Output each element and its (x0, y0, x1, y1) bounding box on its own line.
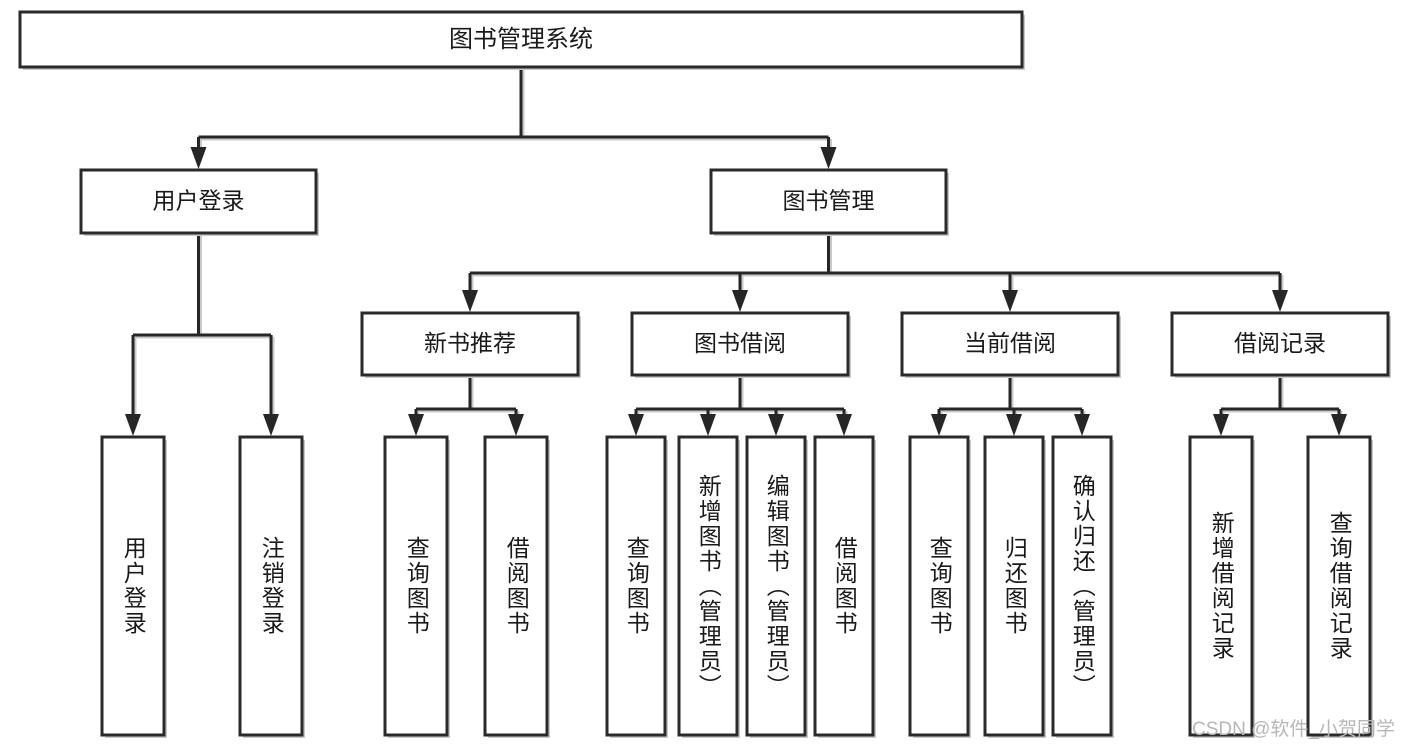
node-leaf-query-book-3[interactable] (908, 435, 971, 738)
node-borrow-record[interactable]: 借阅记录 (1170, 311, 1391, 378)
arrow-head-icon (1002, 290, 1018, 312)
node-leaf-query-book-1[interactable] (383, 435, 450, 738)
arrow-head-icon (125, 414, 141, 436)
arrow-head-icon (408, 414, 424, 436)
node-label: 借阅记录 (1234, 330, 1326, 356)
connector-group (931, 375, 1090, 436)
arrow-head-icon (1213, 414, 1229, 436)
node-current-borrow[interactable]: 当前借阅 (900, 311, 1121, 378)
node-label: 用户登录 (153, 188, 245, 214)
arrow-head-icon (732, 290, 748, 312)
node-label: 图书管理 (783, 188, 875, 214)
arrow-head-icon (836, 414, 852, 436)
node-label: 当前借阅 (964, 330, 1056, 356)
node-leaf-add-record[interactable] (1188, 435, 1255, 738)
node-leaf-edit-book[interactable] (745, 435, 808, 738)
arrow-head-icon (628, 414, 644, 436)
arrow-head-icon (1074, 414, 1090, 436)
node-leaf-borrow-book-2[interactable] (813, 435, 876, 738)
node-leaf-query-book-2[interactable] (605, 435, 668, 738)
connector-group (408, 375, 524, 436)
csdn-watermark: CSDN @软件_小贺同学 (1192, 719, 1395, 740)
node-root[interactable]: 图书管理系统 (18, 10, 1025, 70)
node-book-manage[interactable]: 图书管理 (709, 168, 949, 236)
node-label: 图书管理系统 (449, 26, 593, 53)
node-leaf-user-login[interactable] (100, 435, 167, 738)
arrow-head-icon (1006, 414, 1022, 436)
arrow-head-icon (190, 147, 207, 169)
arrow-head-icon (462, 290, 478, 312)
connector-group (628, 375, 852, 436)
arrow-head-icon (1331, 414, 1347, 436)
arrow-head-icon (931, 414, 947, 436)
node-label: 新书推荐 (424, 330, 516, 356)
arrow-head-icon (263, 414, 279, 436)
node-leaf-confirm-return[interactable] (1051, 435, 1114, 738)
node-label: 图书借阅 (694, 330, 786, 356)
connector-group (125, 233, 279, 436)
arrow-head-icon (768, 414, 784, 436)
arrow-head-icon (1272, 290, 1288, 312)
node-leaf-logout[interactable] (238, 435, 305, 738)
arrow-head-icon (820, 147, 837, 169)
node-leaf-borrow-book-1[interactable] (483, 435, 550, 738)
node-leaf-add-book[interactable] (677, 435, 740, 738)
arrow-head-icon (508, 414, 524, 436)
connector-layer (125, 67, 1347, 436)
node-book-borrow[interactable]: 图书借阅 (630, 311, 851, 378)
node-leaf-return-book[interactable] (983, 435, 1046, 738)
connector-group (190, 67, 837, 169)
node-leaf-query-record[interactable] (1306, 435, 1373, 738)
arrow-head-icon (700, 414, 716, 436)
node-user-login[interactable]: 用户登录 (79, 168, 319, 236)
connector-group (462, 233, 1288, 312)
connector-group (1213, 375, 1347, 436)
node-new-book-recommend[interactable]: 新书推荐 (360, 311, 581, 378)
